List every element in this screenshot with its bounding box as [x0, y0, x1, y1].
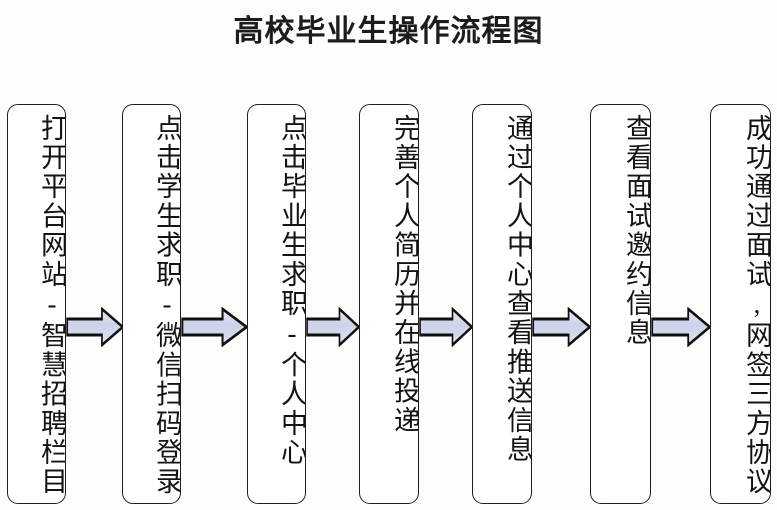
flow-step-3-label: 点击毕业生求职-个人中心	[277, 114, 305, 468]
flow-step-3[interactable]: 点击毕业生求职-个人中心	[247, 104, 306, 504]
flow-step-4[interactable]: 完善个人简历并在线投递	[359, 104, 419, 504]
flow-arrow-right-2	[181, 307, 248, 347]
flow-step-5-label: 通过个人中心查看推送信息	[503, 114, 531, 465]
flow-step-4-label: 完善个人简历并在线投递	[390, 114, 418, 436]
flow-arrow-right-6	[651, 307, 711, 347]
flow-step-5[interactable]: 通过个人中心查看推送信息	[472, 104, 532, 504]
flow-step-1[interactable]: 打开平台网站-智慧招聘栏目	[7, 104, 66, 504]
flow-step-2-label: 点击学生求职-微信扫码登录	[152, 114, 180, 497]
flow-step-7-label: 成功通过面试,网签三方协议	[742, 114, 770, 497]
flow-step-6-label: 查看面试邀约信息	[622, 114, 650, 348]
flow-step-1-label: 打开平台网站-智慧招聘栏目	[37, 114, 65, 497]
flow-step-6[interactable]: 查看面试邀约信息	[590, 104, 651, 504]
flow-arrow-right-5	[532, 307, 591, 347]
page-title: 高校毕业生操作流程图	[233, 15, 544, 48]
flow-step-2[interactable]: 点击学生求职-微信扫码登录	[122, 104, 181, 504]
flow-arrow-right-3	[306, 307, 360, 347]
flow-arrow-right-4	[419, 307, 473, 347]
flow-arrow-right-1	[66, 307, 124, 347]
flow-diagram: 打开平台网站-智慧招聘栏目 点击学生求职-微信扫码登录	[0, 104, 777, 506]
flow-step-7[interactable]: 成功通过面试,网签三方协议	[710, 104, 771, 504]
